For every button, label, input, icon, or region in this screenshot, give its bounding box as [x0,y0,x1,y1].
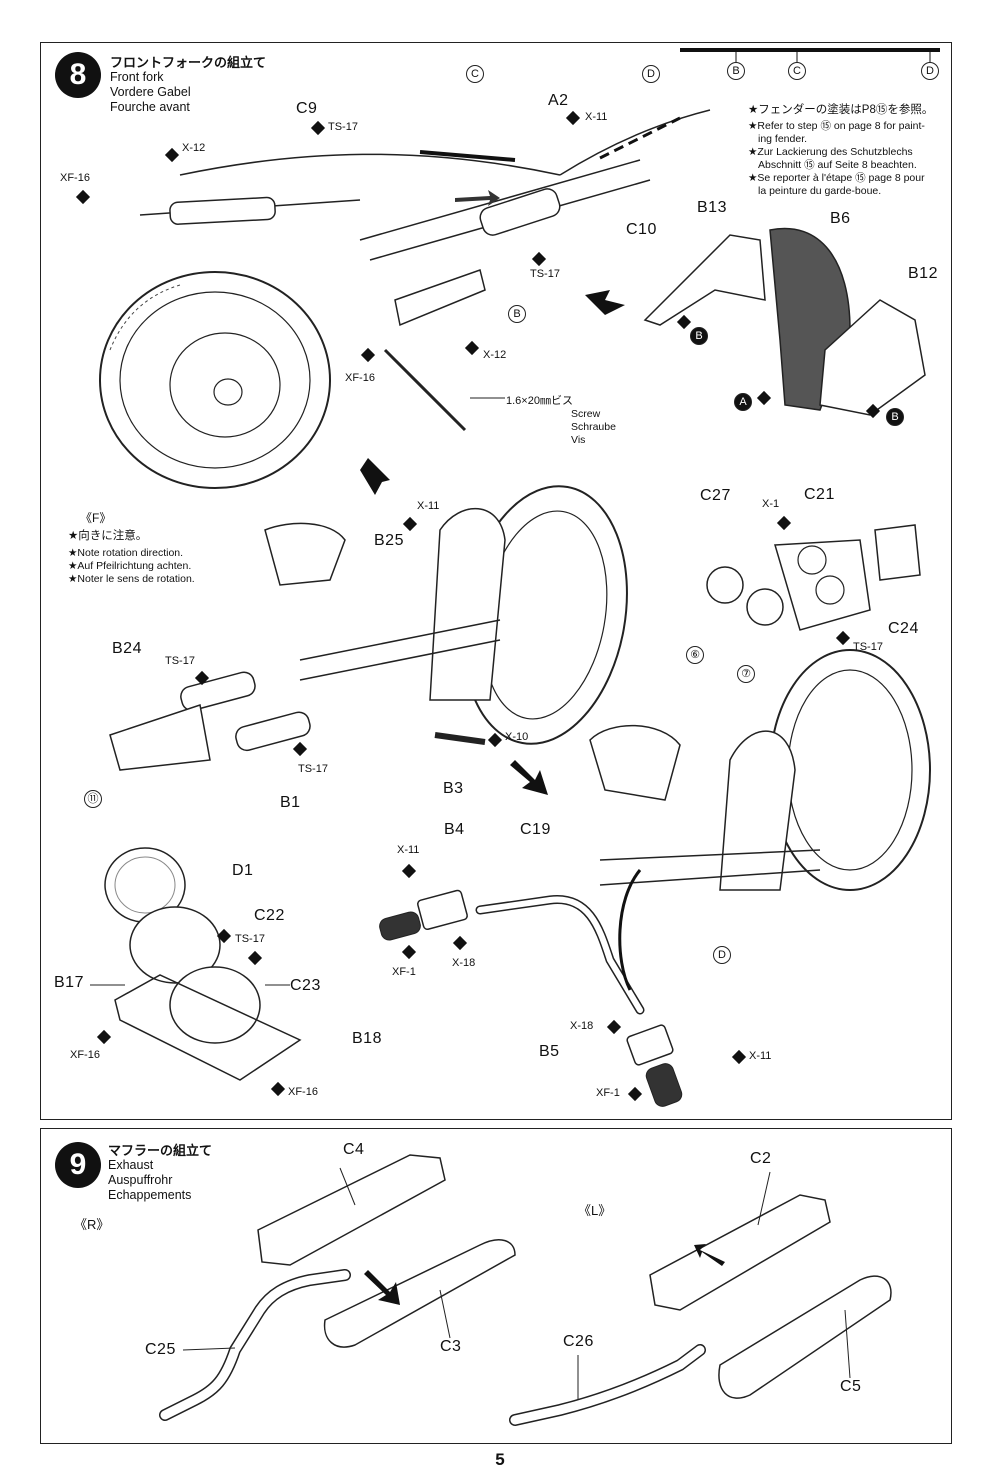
screw-en-label: Screw [571,408,601,420]
paint-xf16-label: XF-16 [288,1086,318,1098]
paint-x11-label: X-11 [417,500,440,512]
part-b24-label: B24 [112,640,142,657]
paint-xf1-label: XF-1 [596,1087,620,1099]
marker-a-badge: A [734,393,752,411]
part-b4-label: B4 [444,821,465,838]
step-9-title-de: Auspuffrohr [108,1173,173,1187]
step-9-number: 9 [55,1142,101,1188]
part-c2-label: C2 [750,1150,772,1167]
part-c26-label: C26 [563,1333,594,1350]
marker-b-badge: B [690,327,708,345]
legend-circle-c: C [788,62,806,80]
paint-x18-label: X-18 [452,957,476,969]
rotation-note-de: ★Auf Pfeilrichtung achten. [68,560,192,572]
step-8-title-en: Front fork [110,70,164,84]
rotation-note-fr: ★Noter le sens de rotation. [68,573,195,585]
side-l-label: 《L》 [578,1203,612,1218]
step-8-number: 8 [55,52,101,98]
paint-ts17-label: TS-17 [165,655,195,667]
paint-ts17-label: TS-17 [530,268,560,280]
cable-marker-c: C [466,65,484,83]
fender-note-en2: ing fender. [758,133,808,145]
paint-xf1-label: XF-1 [392,966,416,978]
paint-x1-label: X-1 [762,498,780,510]
paint-ts17-label: TS-17 [853,641,883,653]
part-b1-label: B1 [280,794,301,811]
step-9-panel [40,1128,952,1444]
page-number: 5 [495,1450,505,1469]
fender-note-de1: ★Zur Lackierung des Schutzblechs [748,146,913,158]
legend-circle-d: D [921,62,939,80]
part-a2-label: A2 [548,92,569,109]
part-b6-label: B6 [830,210,851,227]
screw-fr-label: Vis [571,434,586,446]
fender-note-jp: ★フェンダーの塗装はP8⑮を参照。 [748,104,934,116]
paint-x12-label: X-12 [182,142,206,154]
step-8-title-de: Vordere Gabel [110,85,191,99]
marker-11: ⑪ [84,790,102,808]
step-9-title-fr: Echappements [108,1188,192,1202]
cable-marker-b: B [508,305,526,323]
step-9-title-en: Exhaust [108,1158,154,1172]
part-d1-label: D1 [232,862,254,879]
part-c19-label: C19 [520,821,551,838]
cable-marker-d-lower: D [713,946,731,964]
part-b13-label: B13 [697,199,727,216]
part-c22-label: C22 [254,907,285,924]
paint-ts17-label: TS-17 [298,763,328,775]
paint-x10-label: X-10 [505,731,529,743]
paint-x12-label: X-12 [483,349,507,361]
part-c9-label: C9 [296,100,318,117]
paint-x11-label: X-11 [585,111,608,123]
cable-marker-d: D [642,65,660,83]
step-8-panel [40,42,952,1120]
legend-circle-b: B [727,62,745,80]
screw-de-label: Schraube [571,421,616,433]
marker-b-badge: B [886,408,904,426]
part-c25-label: C25 [145,1341,176,1358]
part-b17-label: B17 [54,974,84,991]
part-c23-label: C23 [290,977,321,994]
rotation-note-en: ★Note rotation direction. [68,547,184,559]
paint-xf16-label: XF-16 [345,372,375,384]
paint-x11-label: X-11 [749,1050,772,1062]
step-8-title-jp: フロントフォークの組立て [110,55,267,70]
part-c4-label: C4 [343,1141,365,1158]
part-b5-label: B5 [539,1043,560,1060]
paint-x11-label: X-11 [397,844,420,856]
paint-ts17-label: TS-17 [235,933,265,945]
part-b25-label: B25 [374,532,404,549]
rotation-note-jp: ★向きに注意。 [68,530,148,542]
fender-note-de2: Abschnitt ⑮ auf Seite 8 beachten. [758,159,917,171]
part-c10-label: C10 [626,221,657,238]
step-8-title-fr: Fourche avant [110,100,190,114]
part-b3-label: B3 [443,780,464,797]
paint-xf16-label: XF-16 [60,172,90,184]
part-b12-label: B12 [908,265,938,282]
part-c24-label: C24 [888,620,919,637]
part-c27-label: C27 [700,487,731,504]
paint-xf16-label: XF-16 [70,1049,100,1061]
rotation-note-f: 《F》 [80,511,112,525]
fender-note-fr2: la peinture du garde-boue. [758,185,882,197]
part-b18-label: B18 [352,1030,382,1047]
fender-note-fr1: ★Se reporter à l'étape ⑮ page 8 pour [748,172,925,184]
screw-size-label: 1.6×20㎜ビス [506,395,573,407]
marker-6: ⑥ [686,646,704,664]
fender-note-en1: ★Refer to step ⑮ on page 8 for paint- [748,120,925,132]
marker-7: ⑦ [737,665,755,683]
part-c21-label: C21 [804,486,835,503]
side-r-label: 《R》 [74,1217,110,1232]
paint-ts17-label: TS-17 [328,121,358,133]
step-9-title-jp: マフラーの組立て [108,1143,213,1158]
paint-x18-label: X-18 [570,1020,594,1032]
part-c5-label: C5 [840,1378,862,1395]
part-c3-label: C3 [440,1338,462,1355]
